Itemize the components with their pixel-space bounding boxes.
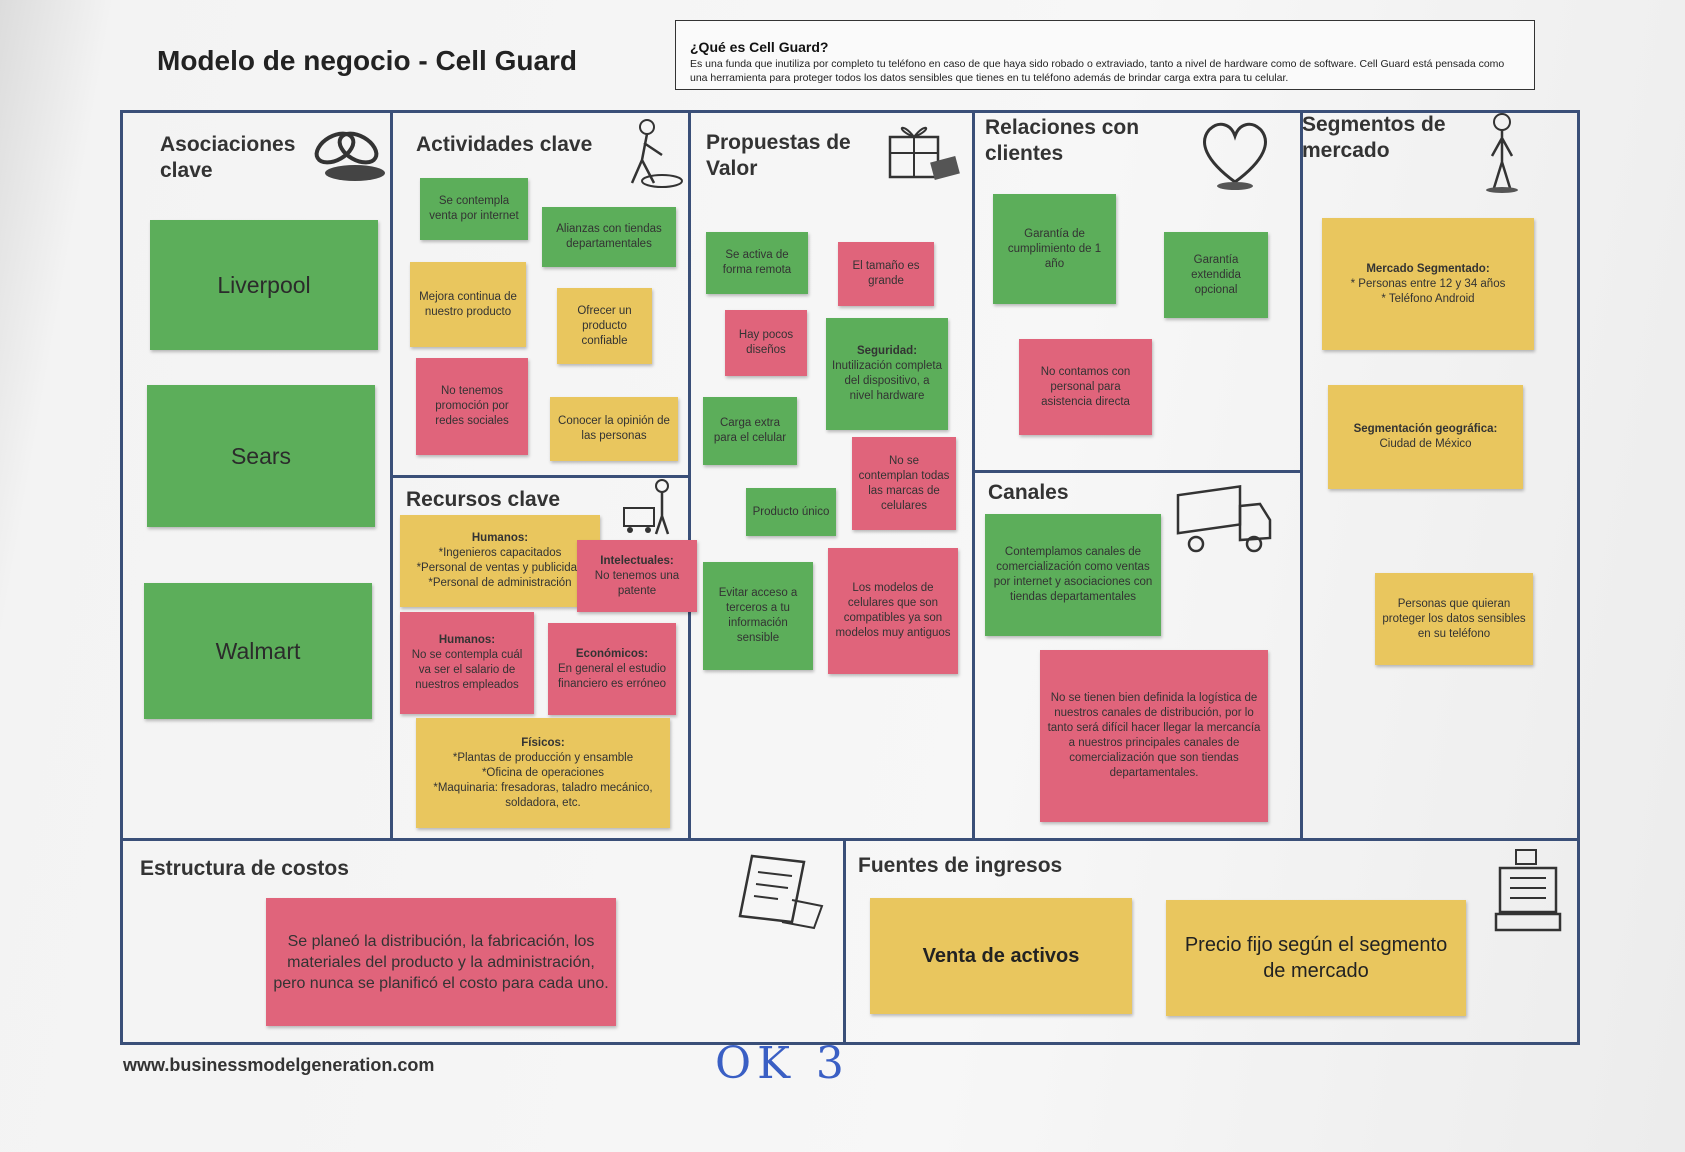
heart-icon (1203, 122, 1267, 190)
note-relacion: Garantía de cumplimiento de 1 año (993, 194, 1116, 304)
note-title: Físicos: (521, 736, 565, 749)
divider (1300, 110, 1303, 840)
note-title: Humanos: (438, 634, 496, 646)
canvas-frame (120, 110, 1580, 1045)
divider (972, 110, 975, 840)
note-actividad: Ofrecer un producto confiable (557, 288, 652, 364)
info-text: Es una funda que inutiliza por completo … (690, 58, 1505, 84)
note-propuesta: No se contemplan todas las marcas de cel… (852, 437, 956, 530)
page-title: Modelo de negocio - Cell Guard (157, 45, 578, 76)
divider (972, 470, 1300, 473)
note-text: Ciudad de México (1379, 438, 1472, 450)
note-propuesta: El tamaño es grande (838, 242, 934, 306)
note-recurso-humanos-2: Humanos: No se contempla cuál va ser el … (400, 612, 534, 714)
note-propuesta: Evitar acceso a terceros a tu informació… (703, 562, 813, 670)
divider (390, 475, 688, 478)
note-recurso-fisicos: Físicos: *Plantas de producción y ensamb… (416, 718, 670, 828)
chain-links-icon (314, 131, 385, 181)
note-asociacion: Liverpool (150, 220, 378, 350)
cash-register-icon (1494, 849, 1562, 932)
divider (688, 110, 691, 840)
note-relacion: Garantía extendida opcional (1164, 232, 1268, 318)
section-costos: Estructura de costos (140, 857, 349, 880)
note-canal: Contemplamos canales de comercialización… (985, 514, 1161, 636)
section-segmentos: Segmentos de mercado (1302, 113, 1446, 162)
note-ingreso: Precio fijo según el segmento de mercado (1166, 900, 1466, 1016)
note-title: Económicos: (575, 647, 649, 660)
section-propuestas: Propuestas de Valor (706, 131, 851, 180)
section-asociaciones: Asociaciones clave (160, 133, 296, 182)
delivery-truck-icon (1176, 485, 1272, 553)
note-title: Intelectuales: (600, 554, 674, 567)
note-text: En general el estudio financiero es erró… (557, 662, 667, 690)
note-title: Segmentación geográfica: (1353, 423, 1498, 435)
note-actividad: Se contempla venta por internet (420, 178, 528, 240)
note-canal: No se tienen bien definida la logística … (1040, 650, 1268, 822)
note-segmento: Mercado Segmentado: * Personas entre 12 … (1322, 218, 1534, 350)
note-propuesta: Se activa de forma remota (706, 232, 808, 294)
divider (120, 838, 1580, 841)
note-segmento: Personas que quieran proteger los datos … (1375, 573, 1533, 665)
person-standing-icon (1486, 113, 1518, 193)
section-recursos: Recursos clave (406, 488, 561, 511)
note-text: No tenemos una patente (594, 569, 680, 597)
note-propuesta: Hay pocos diseños (725, 310, 807, 376)
note-recurso-economicos: Económicos: En general el estudio financ… (548, 623, 676, 715)
note-asociacion: Sears (147, 385, 375, 527)
note-text: Inutilización completa del dispositivo, … (832, 360, 942, 402)
note-text: * Personas entre 12 y 34 años * Teléfono… (1350, 277, 1506, 305)
section-ingresos: Fuentes de ingresos (858, 854, 1063, 877)
note-ingreso: Venta de activos (870, 898, 1132, 1014)
note-title: Mercado Segmentado: (1366, 262, 1490, 275)
note-propuesta: Los modelos de celulares que son compati… (828, 548, 958, 674)
note-actividad: Alianzas con tiendas departamentales (542, 207, 676, 267)
note-text: *Plantas de producción y ensamble *Ofici… (433, 751, 653, 809)
note-actividad: Mejora continua de nuestro producto (410, 262, 526, 347)
note-relacion: No contamos con personal para asistencia… (1019, 339, 1152, 435)
person-working-icon (630, 119, 683, 188)
note-recurso-humanos: Humanos: *Ingenieros capacitados *Person… (400, 515, 600, 607)
note-costo: Se planeó la distribución, la fabricació… (266, 898, 616, 1026)
divider (843, 838, 846, 1045)
note-propuesta: Carga extra para el celular (703, 397, 797, 465)
note-actividad: No tenemos promoción por redes sociales (416, 358, 528, 455)
gift-box-icon (888, 126, 960, 181)
note-propuesta-seguridad: Seguridad: Inutilización completa del di… (826, 318, 948, 430)
note-recurso-intelectuales: Intelectuales: No tenemos una patente (577, 540, 697, 612)
footer-url: www.businessmodelgeneration.com (123, 1055, 435, 1075)
receipt-icon (738, 854, 824, 930)
note-text: *Ingenieros capacitados *Personal de ven… (416, 547, 584, 589)
note-actividad: Conocer la opinión de las personas (550, 397, 678, 461)
handwritten-mark: OK 3 (715, 1038, 850, 1089)
note-title: Humanos: (471, 532, 529, 544)
info-title: ¿Qué es Cell Guard? (690, 39, 829, 55)
info-box: ¿Qué es Cell Guard? Es una funda que inu… (675, 20, 1535, 90)
note-asociacion: Walmart (144, 583, 372, 719)
note-title: Seguridad: (856, 345, 918, 357)
section-actividades: Actividades clave (416, 133, 593, 156)
note-segmento: Segmentación geográfica: Ciudad de Méxic… (1328, 385, 1523, 489)
section-relaciones: Relaciones con clientes (985, 116, 1140, 165)
person-cart-icon (623, 479, 670, 535)
note-text: No se contempla cuál va ser el salario d… (411, 649, 523, 691)
section-canales: Canales (988, 481, 1069, 504)
note-propuesta: Producto único (746, 488, 836, 536)
